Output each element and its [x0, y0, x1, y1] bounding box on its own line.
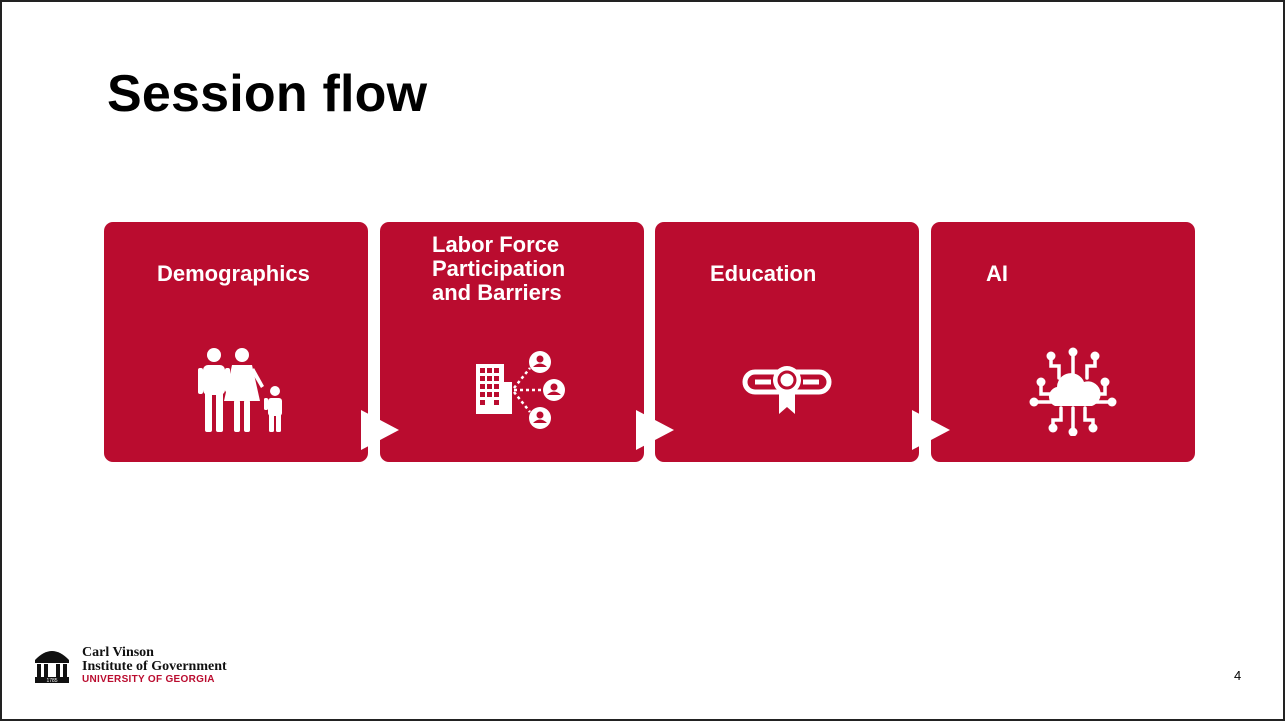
step-card-ai: AI	[931, 222, 1195, 462]
step-label-labor-force: Labor Force Participation and Barriers	[432, 233, 565, 305]
step-card-labor-force: Labor Force Participation and Barriers	[380, 222, 644, 462]
step-card-demographics: Demographics	[104, 222, 368, 462]
institution-logo: 1785 Carl Vinson Institute of Government…	[32, 644, 272, 685]
arch-logo-icon: 1785	[32, 644, 72, 689]
flow-arrow-3	[912, 410, 950, 450]
logo-text-line-1: Carl Vinson	[82, 645, 154, 660]
logo-mark-text: 1785	[46, 678, 57, 684]
step-label-education: Education	[710, 261, 817, 286]
slide-title: Session flow	[107, 65, 428, 123]
logo-text-line-2: Institute of Government	[82, 659, 227, 674]
step-label-labor-force-line-3: and Barriers	[432, 280, 562, 305]
diploma-icon	[741, 360, 833, 425]
flow-arrow-2	[636, 410, 674, 450]
step-label-labor-force-line-1: Labor Force	[432, 232, 560, 257]
family-icon	[196, 348, 292, 439]
cloud-network-icon	[1023, 346, 1123, 441]
step-label-labor-force-line-2: Participation	[432, 256, 566, 281]
logo-text-line-3: UNIVERSITY OF GEORGIA	[82, 674, 215, 685]
page-number: 4	[1234, 668, 1242, 683]
step-label-ai: AI	[986, 261, 1008, 286]
step-label-demographics: Demographics	[157, 261, 310, 286]
flow-arrow-1	[361, 410, 399, 450]
step-card-education: Education	[655, 222, 919, 462]
building-network-icon	[476, 350, 568, 435]
